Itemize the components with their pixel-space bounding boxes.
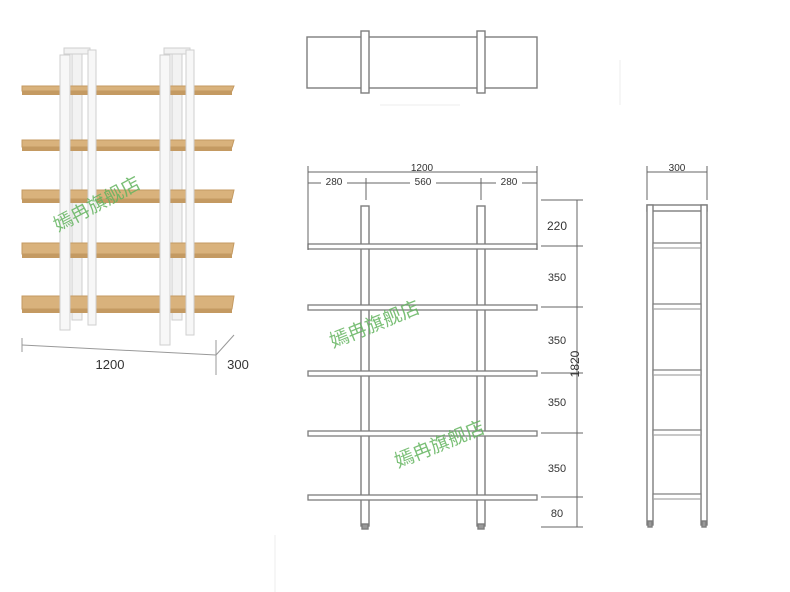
label-bg bbox=[543, 395, 571, 409]
wood-shelf bbox=[21, 85, 235, 95]
spacing-label: 220 bbox=[547, 219, 567, 233]
front-view-uprights bbox=[360, 205, 486, 530]
label-bg bbox=[543, 506, 571, 520]
product-illustration: 1200 300 bbox=[21, 47, 249, 375]
spacing-label: 80 bbox=[551, 508, 563, 520]
side-back-leg bbox=[700, 204, 708, 526]
background-artifacts bbox=[274, 60, 621, 592]
rear-frame bbox=[63, 47, 191, 321]
spacing-label: 350 bbox=[548, 463, 566, 475]
watermark: 嫣冉旗舰店 bbox=[392, 417, 488, 473]
front-shelf bbox=[307, 243, 538, 250]
wood-shelf bbox=[21, 139, 235, 151]
side-view-shelves bbox=[652, 242, 702, 500]
side-shelf bbox=[652, 429, 702, 436]
side-shelf bbox=[652, 493, 702, 500]
label-bg bbox=[543, 333, 571, 347]
product-dimension-lines bbox=[21, 334, 235, 375]
top-view bbox=[306, 30, 538, 94]
front-left-overhang: 280 bbox=[326, 177, 343, 188]
front-shelf bbox=[307, 304, 538, 311]
label-bg bbox=[543, 219, 571, 233]
front-shelf bbox=[307, 430, 538, 437]
front-frame bbox=[59, 49, 195, 346]
front-total-width: 1200 bbox=[411, 163, 434, 174]
front-center-span: 560 bbox=[415, 177, 432, 188]
side-depth-label: 300 bbox=[669, 163, 686, 174]
front-shelf bbox=[307, 370, 538, 377]
side-foot bbox=[647, 520, 653, 528]
wood-shelf bbox=[21, 189, 235, 203]
label-bg bbox=[543, 461, 571, 475]
side-shelf bbox=[652, 303, 702, 310]
side-shelf bbox=[652, 242, 702, 249]
label-bg bbox=[321, 175, 347, 187]
label-bg bbox=[543, 270, 571, 284]
wood-shelf bbox=[21, 295, 235, 313]
front-right-overhang: 280 bbox=[501, 177, 518, 188]
front-view: 1200 280 560 280 1820 bbox=[307, 163, 583, 530]
side-depth-dimension bbox=[646, 166, 708, 200]
spacing-label: 350 bbox=[548, 272, 566, 284]
spacing-label: 350 bbox=[548, 335, 566, 347]
front-total-height: 1820 bbox=[568, 350, 582, 377]
wood-shelf bbox=[21, 242, 235, 258]
side-shelf bbox=[652, 369, 702, 376]
side-foot bbox=[701, 520, 707, 528]
wood-shelves bbox=[21, 85, 235, 313]
side-front-leg bbox=[646, 204, 654, 526]
label-bg bbox=[496, 175, 522, 187]
side-view: 300 bbox=[646, 163, 708, 528]
spacing-label: 350 bbox=[548, 397, 566, 409]
product-depth-label: 300 bbox=[227, 357, 249, 372]
label-bg bbox=[410, 175, 436, 187]
side-top-rail bbox=[646, 204, 708, 212]
front-view-shelves bbox=[307, 243, 538, 501]
front-shelf bbox=[307, 494, 538, 501]
front-height-dimensions bbox=[541, 199, 583, 528]
product-width-label: 1200 bbox=[96, 357, 125, 372]
